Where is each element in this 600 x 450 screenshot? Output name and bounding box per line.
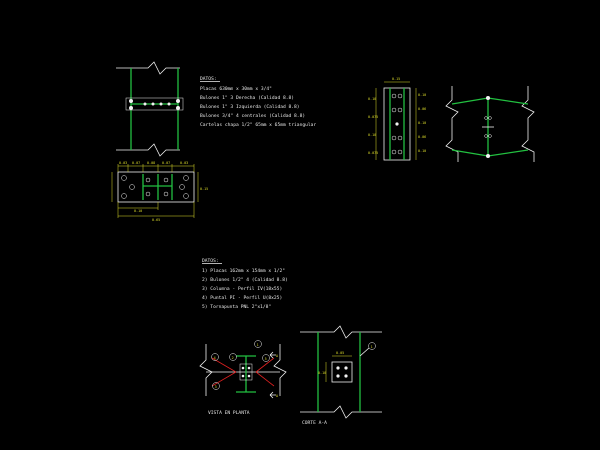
dim-label: 0.10	[418, 93, 426, 97]
notes-2-line: 5) Tornapunta PNL 2"x1/8"	[202, 304, 271, 310]
detail-2-splice	[445, 86, 535, 162]
callout-bubble	[211, 353, 219, 361]
notes-1: DATOS: Placas 630mm x 30mm x 3/4" Bulone…	[200, 76, 316, 128]
dim-label: 0.10	[418, 149, 426, 153]
callout-label: 3	[215, 385, 217, 389]
notes-2-line: 4) Puntal PI - Perfil U(8x25)	[202, 295, 282, 301]
section-aa: 0.05 0.10 1 CORTE A-A	[300, 325, 382, 426]
dim-label: 0.10	[368, 97, 376, 101]
notes-1-line: Bulones 1" 3 Izquierda (Calidad 8.8)	[200, 104, 300, 110]
dim-label: 0.05	[336, 351, 344, 355]
callout-bubble	[229, 353, 237, 361]
detail-2-elevation: 0.15 0.10 0.075 0.10 0.075 0.10 0.06 0.1…	[368, 77, 426, 161]
dim-label: 0.10	[134, 209, 142, 213]
dim-label: 0.03	[180, 161, 188, 165]
notes-1-heading: DATOS:	[200, 76, 217, 82]
section-view-title: CORTE A-A	[302, 420, 327, 426]
dim-label: 0.07	[132, 161, 140, 165]
callout-label: 1	[371, 345, 373, 349]
callout-label: 1	[257, 343, 259, 347]
dim-label: 0.07	[162, 161, 170, 165]
notes-2: DATOS: 1) Placas 162mm x 154mm x 1/2" 2)…	[202, 258, 288, 310]
dim-label: 0.15	[392, 77, 400, 81]
callout-bubble	[254, 340, 262, 348]
section-mark: A	[276, 354, 278, 358]
section-mark: A	[276, 394, 278, 398]
dim-label: 0.03	[119, 161, 127, 165]
plate-plan: 0.03 0.07 0.08 0.07 0.03 0.15 0.10 0.65	[111, 161, 208, 222]
dim-label: 0.075	[368, 115, 378, 119]
dim-label: 0.65	[152, 218, 160, 222]
notes-1-line: Cartelas chapa 1/2" 65mm x 65mm triangul…	[200, 122, 316, 128]
notes-1-line: Placas 630mm x 30mm x 3/4"	[200, 86, 272, 92]
dim-label: 0.06	[418, 107, 426, 111]
notes-2-heading: DATOS:	[202, 258, 219, 264]
callout-bubble	[368, 342, 376, 350]
dim-label: 0.075	[368, 151, 378, 155]
notes-1-line: Bulones 3/4" 4 centrales (Calidad 8.8)	[200, 113, 305, 119]
dim-label: 0.15	[200, 187, 208, 191]
plan-view: 4 2 1 5 3 A A VISTA EN PLANTA	[199, 340, 287, 416]
dim-label: 0.10	[418, 121, 426, 125]
notes-2-line: 2) Bulones 1/2" 4 (Calidad 8.8)	[202, 277, 288, 283]
detail-1-elevation	[116, 61, 184, 157]
callout-label: 2	[232, 356, 234, 360]
dim-label: 0.10	[318, 371, 326, 375]
callout-bubble	[262, 354, 270, 362]
plan-view-title: VISTA EN PLANTA	[208, 410, 250, 416]
notes-2-line: 1) Placas 162mm x 154mm x 1/2"	[202, 268, 285, 274]
notes-2-line: 3) Columna - Perfil IV(18x55)	[202, 286, 282, 292]
callout-bubble	[212, 382, 220, 390]
callout-label: 4	[214, 356, 216, 360]
dim-label: 0.08	[147, 161, 155, 165]
callout-label: 5	[265, 357, 267, 361]
notes-1-line: Bulones 1" 3 Derecha (Calidad 8.8)	[200, 95, 294, 101]
dim-label: 0.06	[418, 135, 426, 139]
dim-label: 0.10	[368, 133, 376, 137]
